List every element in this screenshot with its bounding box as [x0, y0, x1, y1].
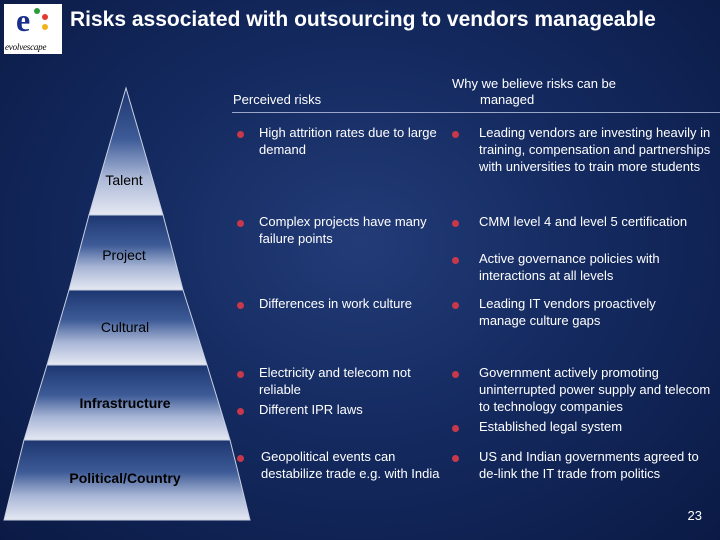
- pyramid-tier-political: [3, 439, 251, 521]
- reason-political: US and Indian governments agreed to de-l…: [479, 449, 699, 481]
- risk-talent: High attrition rates due to large demand: [259, 125, 437, 157]
- risk-bullet: [237, 455, 244, 462]
- risk-bullet: [237, 131, 244, 138]
- reason-cultural: Leading IT vendors proactively manage cu…: [479, 296, 656, 328]
- tier-label-political-country: Political/Country: [69, 470, 181, 486]
- reason-bullet: [452, 131, 459, 138]
- reason-bullet: [452, 302, 459, 309]
- page-number: 23: [687, 508, 702, 523]
- risk-bullet: [237, 302, 244, 309]
- why-managed-header-line1: Why we believe risks can be: [452, 76, 617, 91]
- risk-bullet: [237, 408, 244, 415]
- logo-text: evolvescape: [5, 42, 47, 52]
- reason-bullet: [452, 425, 459, 432]
- reason-bullet: [452, 220, 459, 227]
- risk-cultural: Differences in work culture: [259, 296, 412, 311]
- risk-political: Geopolitical events can destabilize trad…: [261, 449, 440, 481]
- reason-bullet: [452, 371, 459, 378]
- risk-infrastructure-ipr: Different IPR laws: [259, 402, 363, 417]
- tier-label-cultural: Cultural: [100, 319, 150, 335]
- reason-project-governance: Active governance policies with interact…: [479, 251, 660, 283]
- reason-infrastructure-power: Government actively promoting uninterrup…: [479, 365, 711, 414]
- logo-letter: e: [16, 2, 31, 38]
- risk-bullet: [237, 220, 244, 227]
- pyramid-tier-talent: [88, 86, 164, 216]
- reason-bullet: [452, 455, 459, 462]
- reason-project-cmm: CMM level 4 and level 5 certification: [479, 214, 688, 229]
- risk-infrastructure-power: Electricity and telecom not reliable: [259, 365, 411, 397]
- logo-dot-red: [42, 14, 48, 20]
- header-divider: [232, 112, 720, 113]
- logo-dot-green: [34, 8, 40, 14]
- risk-bullet: [237, 371, 244, 378]
- risk-project: Complex projects have many failure point…: [259, 214, 427, 246]
- logo-dot-yellow: [42, 24, 48, 30]
- why-managed-header-line2: managed: [480, 92, 535, 107]
- tier-label-talent: Talent: [105, 172, 143, 188]
- reason-infrastructure-legal: Established legal system: [479, 419, 623, 434]
- tier-label-infrastructure: Infrastructure: [79, 395, 171, 411]
- company-logo: e evolvescape: [4, 2, 62, 54]
- perceived-risks-header: Perceived risks: [233, 92, 322, 107]
- slide-title: Risks associated with outsourcing to ven…: [70, 8, 656, 31]
- reason-talent: Leading vendors are investing heavily in…: [479, 125, 711, 174]
- reason-bullet: [452, 257, 459, 264]
- tier-label-project: Project: [102, 247, 146, 263]
